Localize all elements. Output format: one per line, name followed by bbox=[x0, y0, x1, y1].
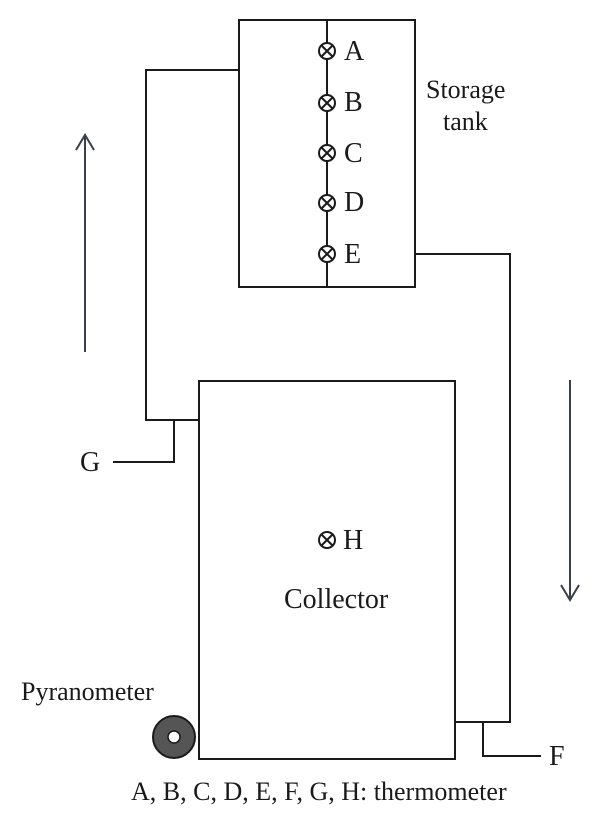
sensor-f-label: F bbox=[549, 741, 565, 772]
sensor-d-marker bbox=[318, 194, 336, 212]
sensor-d-label: D bbox=[344, 187, 364, 218]
collector-label: Collector bbox=[284, 584, 389, 615]
sensor-f-leader bbox=[482, 722, 541, 757]
downward-flow-arrow bbox=[560, 380, 580, 602]
sensor-h-marker bbox=[318, 531, 336, 549]
upward-flow-arrow bbox=[75, 133, 95, 352]
legend-caption: A, B, C, D, E, F, G, H: thermometer bbox=[131, 777, 507, 806]
pyranometer-icon bbox=[152, 715, 196, 759]
sensor-a-marker bbox=[318, 42, 336, 60]
sensor-b-marker bbox=[318, 94, 336, 112]
sensor-e-label: E bbox=[344, 239, 361, 270]
sensor-e-marker bbox=[318, 245, 336, 263]
storage-tank-label-line2: tank bbox=[443, 107, 488, 136]
sensor-b-label: B bbox=[344, 87, 363, 118]
cold-downcomer-pipe bbox=[415, 253, 511, 723]
hot-riser-pipe bbox=[145, 69, 239, 421]
sensor-g-leader bbox=[113, 420, 175, 463]
sensor-h-label: H bbox=[343, 525, 363, 556]
sensor-c-marker bbox=[318, 144, 336, 162]
sensor-c-label: C bbox=[344, 138, 363, 169]
storage-tank-label-line1: Storage bbox=[426, 75, 505, 104]
pyranometer-label: Pyranometer bbox=[21, 677, 154, 706]
sensor-g-label: G bbox=[80, 447, 100, 478]
collector-panel bbox=[198, 380, 456, 760]
sensor-a-label: A bbox=[344, 36, 365, 67]
